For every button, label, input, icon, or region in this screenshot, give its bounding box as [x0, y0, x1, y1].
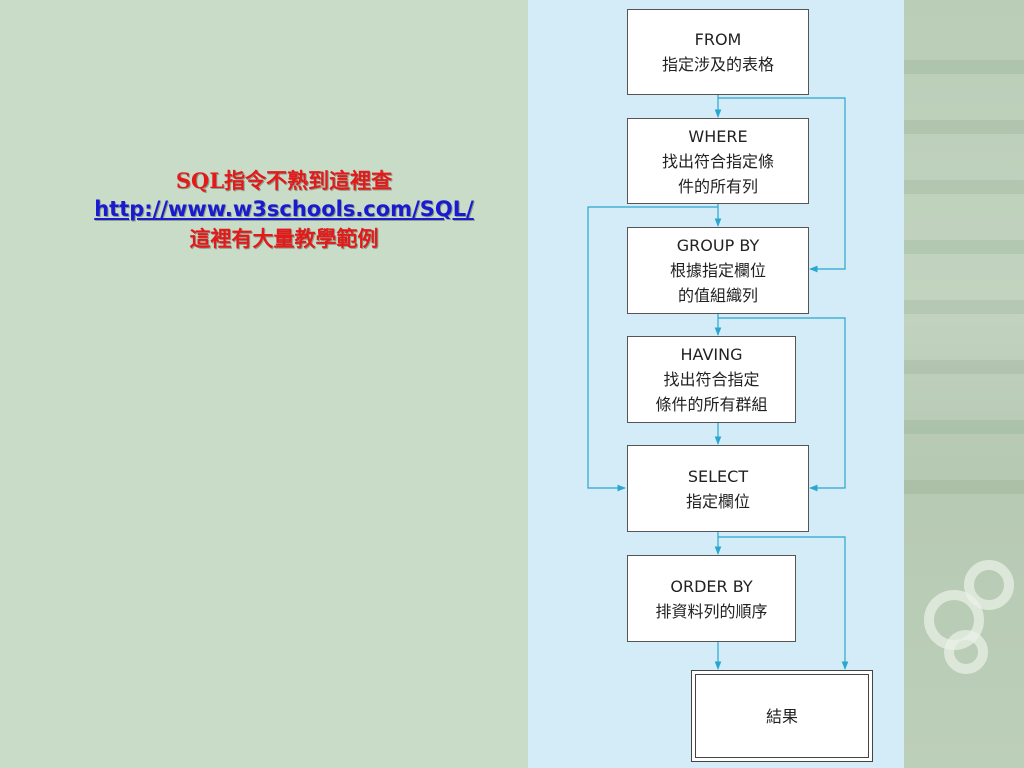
- note-line-1: SQL指令不熟到這裡查: [175, 168, 393, 193]
- step-where-desc-1: 找出符合指定條: [661, 151, 774, 171]
- step-select: SELECT 指定欄位: [627, 445, 809, 532]
- step-from: FROM 指定涉及的表格: [627, 9, 809, 95]
- step-where-desc-2: 件的所有列: [677, 176, 758, 196]
- step-having-keyword: HAVING: [680, 345, 743, 364]
- step-orderby-desc: 排資料列的順序: [655, 601, 768, 621]
- step-groupby-desc-2: 的值組織列: [677, 286, 758, 305]
- arrow-from-groupby: [718, 97, 846, 273]
- w3schools-link[interactable]: http://www.w3schools.com/SQL/: [94, 197, 474, 221]
- arrow-select-result: [718, 536, 849, 670]
- arrow-groupby-select: [718, 317, 846, 492]
- step-select-keyword: SELECT: [687, 466, 749, 486]
- step-from-desc: 指定涉及的表格: [661, 55, 774, 74]
- reference-note: SQL指令不熟到這裡查 http://www.w3schools.com/SQL…: [40, 166, 528, 253]
- step-orderby: ORDER BY 排資料列的順序: [627, 555, 796, 642]
- step-where-keyword: WHERE: [688, 126, 748, 146]
- step-result: 結果: [691, 670, 873, 762]
- step-from-keyword: FROM: [694, 30, 742, 49]
- decorative-pattern: [904, 0, 1024, 768]
- flow-arrows: [587, 95, 849, 670]
- arrow-where-select: [587, 206, 718, 492]
- step-orderby-keyword: ORDER BY: [670, 576, 753, 596]
- step-having-desc-1: 找出符合指定: [663, 370, 760, 389]
- step-where: WHERE 找出符合指定條 件的所有列: [627, 118, 809, 204]
- step-groupby-keyword: GROUP BY: [676, 236, 760, 255]
- step-having-desc-2: 條件的所有群組: [655, 395, 768, 414]
- note-line-3: 這裡有大量教學範例: [189, 226, 379, 251]
- step-groupby: GROUP BY 根據指定欄位 的值組織列: [627, 227, 809, 314]
- step-result-label: 結果: [765, 706, 798, 726]
- sql-flow-diagram: FROM 指定涉及的表格 WHERE 找出符合指定條 件的所有列 GROUP B…: [528, 0, 904, 768]
- step-having: HAVING 找出符合指定 條件的所有群組: [627, 336, 796, 423]
- step-select-desc: 指定欄位: [685, 491, 750, 511]
- step-groupby-desc-1: 根據指定欄位: [669, 261, 766, 280]
